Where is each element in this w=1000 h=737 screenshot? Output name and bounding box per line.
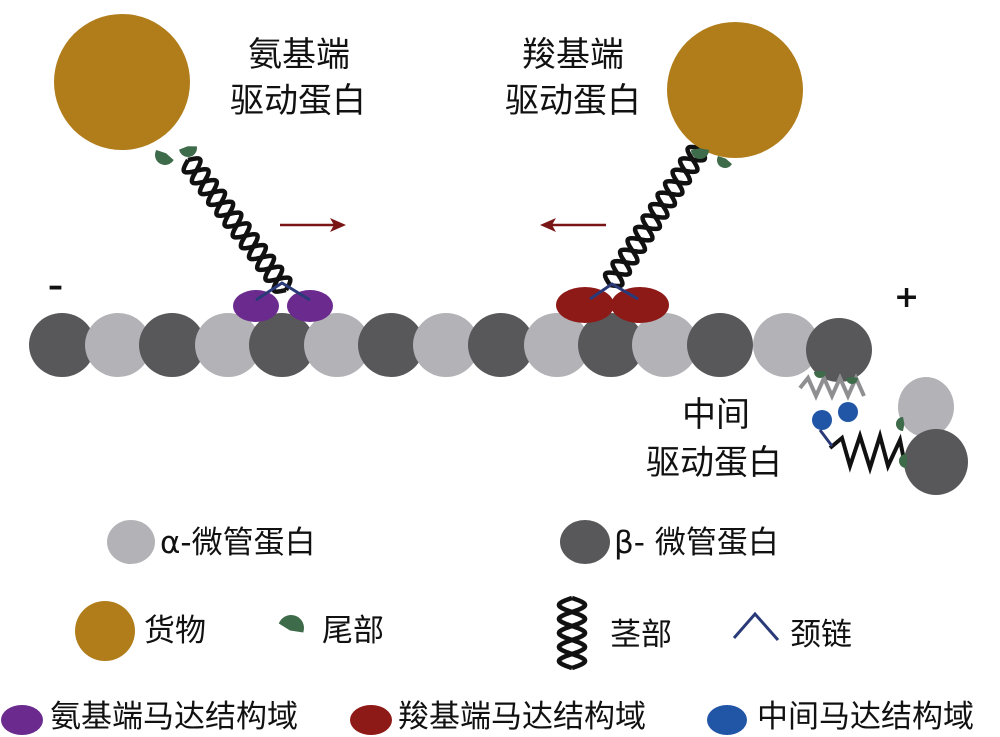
m-neck-linker xyxy=(818,429,834,447)
beta-tubulin-subunit xyxy=(904,429,968,495)
n-kinesin-label-line2: 驱动蛋白 xyxy=(230,81,366,121)
arrow-left-head xyxy=(540,218,556,232)
n-kinesin-label-line1: 氨基端 xyxy=(248,35,350,75)
c-kinesin-label-line1: 羧基端 xyxy=(522,35,624,75)
legend-icons xyxy=(1,520,780,735)
m-tail xyxy=(896,417,905,431)
kinesin-motors xyxy=(54,14,908,475)
minus-end-label: – xyxy=(48,269,63,304)
n-tail xyxy=(179,146,197,157)
m-motor-swatch xyxy=(707,705,747,735)
c-neck-linker xyxy=(589,282,639,301)
beta-tubulin-subunit xyxy=(29,313,95,377)
c-tail xyxy=(717,156,732,168)
c-tail xyxy=(691,148,709,159)
legend-stalk-label: 茎部 xyxy=(610,617,672,653)
m-kinesin-stalk xyxy=(828,428,906,475)
alpha-tubulin-swatch xyxy=(107,520,155,564)
coiled-coil-icon xyxy=(556,595,588,671)
n-neck-linker xyxy=(255,281,311,302)
neck-linker-icon xyxy=(732,611,780,641)
beta-tubulin-subunit xyxy=(468,313,534,377)
beta-tubulin-subunit xyxy=(578,313,644,377)
m-motor-head xyxy=(838,402,858,422)
c-motor-head xyxy=(556,287,614,323)
alpha-tubulin-subunit xyxy=(524,313,590,377)
m-tail xyxy=(814,370,826,378)
m-tail xyxy=(899,454,908,468)
n-tail xyxy=(155,150,174,165)
m-motor-head xyxy=(812,410,832,430)
beta-tubulin-subunit xyxy=(687,313,753,377)
depolymerizing-protofilament xyxy=(898,377,968,495)
alpha-tubulin-subunit xyxy=(413,313,479,377)
alpha-tubulin-subunit xyxy=(898,377,954,437)
legend-m-motor-label: 中间马达结构域 xyxy=(757,699,974,735)
legend-c-motor-label: 羧基端马达结构域 xyxy=(398,699,646,735)
n-cargo xyxy=(54,14,190,150)
alpha-tubulin-subunit xyxy=(85,313,151,377)
m-kinesin-label-line1: 中间 xyxy=(682,395,750,435)
m-kinesin-stalk-partner xyxy=(798,373,866,401)
c-motor-head xyxy=(611,287,669,323)
alpha-tubulin-subunit xyxy=(304,313,370,377)
c-kinesin-stalk xyxy=(602,144,708,289)
beta-tubulin-subunit xyxy=(139,313,205,377)
cargo-swatch xyxy=(75,601,135,661)
c-cargo xyxy=(667,22,803,158)
m-tail xyxy=(846,376,858,384)
c-motor-swatch xyxy=(350,705,392,735)
beta-tubulin-swatch xyxy=(560,520,610,564)
legend-beta-tubulin-label: β- 微管蛋白 xyxy=(614,525,779,561)
alpha-tubulin-subunit xyxy=(753,313,819,377)
legend-alpha-tubulin-label: α-微管蛋白 xyxy=(160,525,316,561)
c-kinesin-label-line2: 驱动蛋白 xyxy=(505,81,641,121)
microtubule xyxy=(29,313,872,382)
plus-end-label: + xyxy=(894,280,920,315)
beta-tubulin-subunit xyxy=(806,318,872,382)
legend-tail-label: 尾部 xyxy=(322,613,384,649)
legend-neck-label: 颈链 xyxy=(790,617,852,653)
n-kinesin-stalk xyxy=(181,156,293,294)
tail-icon xyxy=(278,615,304,633)
alpha-tubulin-subunit xyxy=(195,313,261,377)
n-motor-head xyxy=(287,290,333,322)
m-kinesin-label-line2: 驱动蛋白 xyxy=(646,443,782,483)
alpha-tubulin-subunit xyxy=(632,313,698,377)
arrow-right-head xyxy=(330,218,346,232)
beta-tubulin-subunit xyxy=(249,313,315,377)
legend-cargo-label: 货物 xyxy=(144,613,206,649)
n-motor-head xyxy=(233,290,279,322)
legend-n-motor-label: 氨基端马达结构域 xyxy=(50,699,298,735)
n-motor-swatch xyxy=(1,705,43,735)
beta-tubulin-subunit xyxy=(358,313,424,377)
